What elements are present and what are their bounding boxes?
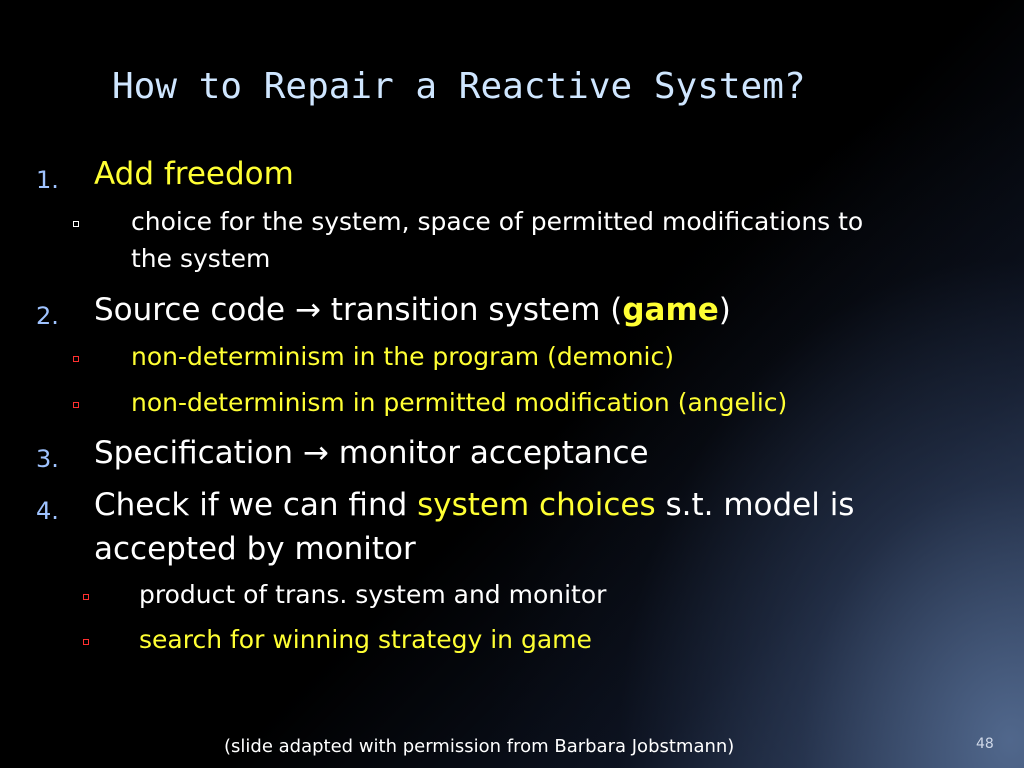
item-number-1: 1. (36, 166, 59, 194)
item-2-highlight: game (622, 292, 719, 328)
item-1-sub-1-cont: the system (131, 244, 271, 273)
item-4-text: Check if we can find system choices s.t.… (94, 487, 855, 523)
item-2-sub-1: non-determinism in the program (demonic) (131, 342, 675, 371)
item-number-3: 3. (36, 445, 59, 473)
slide-footer: (slide adapted with permission from Barb… (224, 736, 735, 757)
page-number: 48 (976, 736, 994, 752)
slide-title: How to Repair a Reactive System? (112, 66, 806, 107)
item-4-sub-2: search for winning strategy in game (139, 625, 592, 654)
sub-bullet-icon (73, 356, 79, 362)
item-3-text: Specification → monitor acceptance (94, 435, 649, 471)
item-4-sub-1: product of trans. system and monitor (139, 580, 607, 609)
item-2-sub-2: non-determinism in permitted modificatio… (131, 388, 788, 417)
arrow-icon: → (294, 292, 321, 328)
item-number-2: 2. (36, 302, 59, 330)
arrow-icon: → (302, 435, 329, 471)
sub-bullet-icon (83, 639, 89, 645)
item-4-highlight: system choices (417, 487, 656, 523)
item-2-text: Source code → transition system (game) (94, 292, 731, 328)
sub-bullet-icon (73, 221, 79, 227)
item-4-text-cont: accepted by monitor (94, 531, 416, 567)
item-number-4: 4. (36, 497, 59, 525)
item-1-sub-1: choice for the system, space of permitte… (131, 207, 864, 236)
sub-bullet-icon (73, 402, 79, 408)
item-1-text: Add freedom (94, 156, 294, 192)
sub-bullet-icon (83, 594, 89, 600)
